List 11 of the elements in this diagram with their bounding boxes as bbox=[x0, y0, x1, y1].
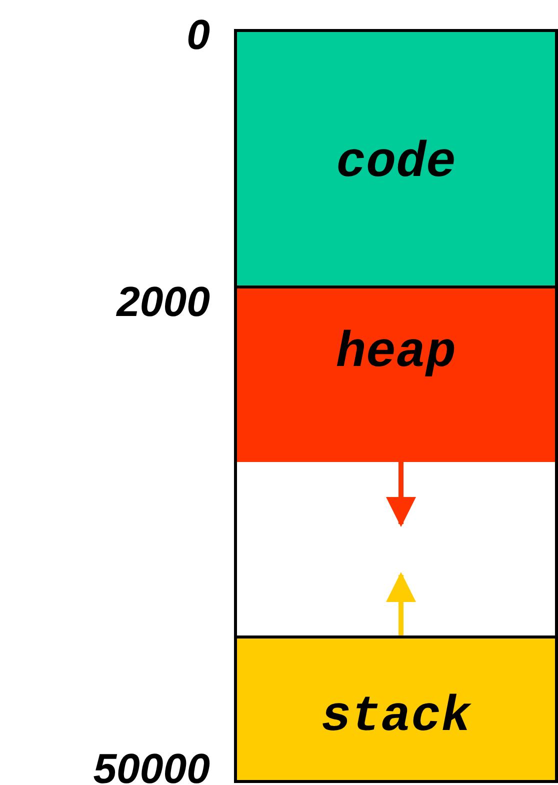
arrow bbox=[386, 462, 416, 527]
arrow bbox=[386, 572, 416, 637]
segment-label: stack bbox=[320, 689, 472, 746]
address-label: 50000 bbox=[93, 748, 210, 785]
segment-label: code bbox=[336, 135, 456, 192]
address-label: 0 bbox=[186, 14, 210, 56]
segment-label: heap bbox=[336, 325, 456, 382]
address-label: 2000 bbox=[116, 281, 210, 323]
memory-segment bbox=[235, 30, 557, 287]
memory-segment bbox=[235, 287, 557, 462]
memory-segment bbox=[235, 637, 557, 782]
